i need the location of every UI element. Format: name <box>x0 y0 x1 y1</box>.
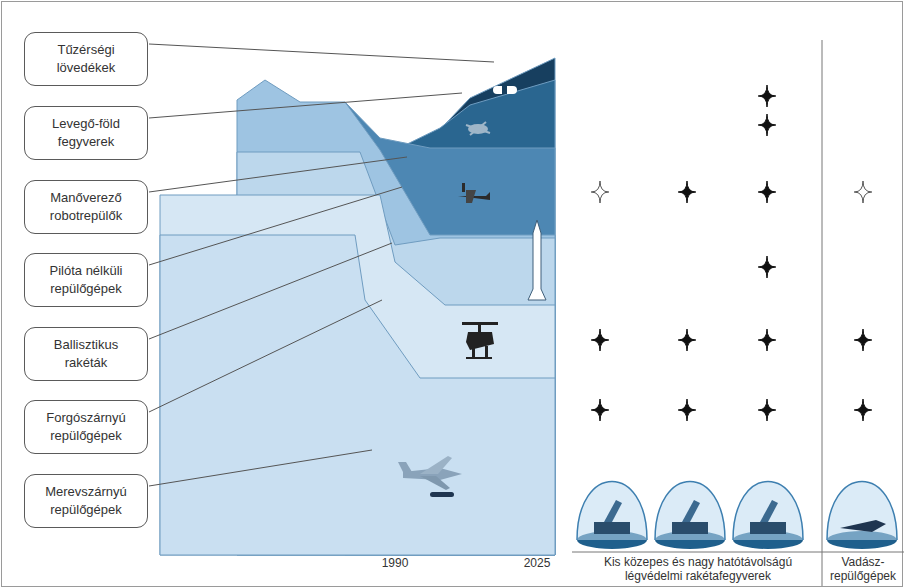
label-text: Merevszárnyú repülőgépek <box>33 483 139 518</box>
dome-fighter <box>840 520 886 532</box>
star-marker <box>758 181 776 203</box>
threat-layers <box>160 58 555 555</box>
threat-markers <box>591 85 872 421</box>
label-text: Ballisztikus rakéták <box>33 336 139 371</box>
divider-line <box>822 40 823 586</box>
label-text: Tűzérségi lövedékek <box>33 41 139 76</box>
baseline <box>572 552 904 553</box>
dome-missiles <box>604 500 622 522</box>
category-label: Vadász- repülőgépek <box>826 556 900 584</box>
dome-launcher <box>594 522 630 534</box>
label-text: Levegő-föld fegyverek <box>33 115 139 150</box>
dome-missiles <box>682 500 700 522</box>
axis-year: 1990 <box>370 557 420 571</box>
layer-rotary <box>160 195 555 555</box>
dome-launcher <box>750 522 786 534</box>
defence-domes <box>577 482 897 550</box>
cruise-drone-icon <box>458 183 490 203</box>
dome-launcher <box>672 522 708 534</box>
leader-lines <box>149 44 494 486</box>
star-marker <box>854 329 872 351</box>
label-box: Forgószárnyú repülőgépek <box>24 400 148 454</box>
helicopter-icon <box>462 322 498 359</box>
dome-missiles <box>760 500 778 522</box>
star-marker <box>758 256 776 278</box>
label-box: Manőverező robotrepülők <box>24 180 148 234</box>
label-box: Levegő-föld fegyverek <box>24 106 148 160</box>
layer-fixed <box>160 235 555 555</box>
dome <box>577 482 647 550</box>
artillery-shell-icon <box>493 86 517 94</box>
label-box: Ballisztikus rakéták <box>24 327 148 381</box>
dome-shell <box>655 482 725 541</box>
dome <box>733 482 803 550</box>
star-marker <box>591 181 609 203</box>
dome-shell <box>733 482 803 541</box>
jet-icon <box>398 456 462 497</box>
label-text: Forgószárnyú repülőgépek <box>33 409 139 444</box>
label-box: Pilóta nélküli repülőgépek <box>24 253 148 307</box>
star-marker <box>758 114 776 136</box>
star-marker <box>678 329 696 351</box>
star-marker <box>758 85 776 107</box>
star-marker <box>678 399 696 421</box>
star-marker <box>758 329 776 351</box>
star-marker <box>678 181 696 203</box>
star-marker <box>854 399 872 421</box>
star-marker <box>854 181 872 203</box>
label-text: Manőverező robotrepülők <box>33 189 139 224</box>
star-marker <box>591 399 609 421</box>
star-marker <box>758 399 776 421</box>
star-marker <box>591 329 609 351</box>
label-text: Pilóta nélküli repülőgépek <box>33 262 139 297</box>
ballistic-missile-icon <box>528 220 546 300</box>
label-box: Merevszárnyú repülőgépek <box>24 474 148 528</box>
dome <box>655 482 725 550</box>
axis-year: 2025 <box>512 557 562 571</box>
dome-shell <box>577 482 647 541</box>
dome-shell <box>827 482 897 541</box>
dome <box>827 482 897 550</box>
air-ground-icon <box>466 122 490 135</box>
label-box: Tűzérségi lövedékek <box>24 32 148 86</box>
category-label: Kis közepes és nagy hatótávolságú légvéd… <box>578 556 818 584</box>
